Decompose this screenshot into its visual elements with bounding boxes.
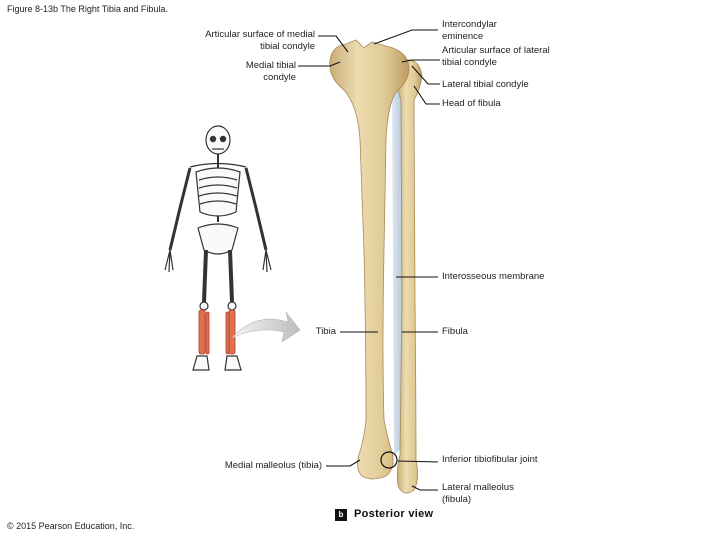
label-intercondylar: Intercondylar eminence [442, 19, 497, 42]
pointer-arrow [231, 311, 301, 343]
highlighted-legs [198, 309, 236, 355]
leader-articular-lateral [401, 59, 440, 63]
inferior-joint-marker [380, 451, 398, 469]
figure-title: Figure 8-13b The Right Tibia and Fibula. [7, 4, 168, 14]
leader-medial-malleolus [326, 459, 361, 467]
leader-articular-medial [318, 35, 349, 53]
pelvis [197, 223, 239, 255]
skull [205, 125, 231, 155]
view-badge: b [335, 509, 347, 521]
label-medial-malleolus: Medial malleolus (tibia) [224, 460, 322, 471]
leader-intercondylar [373, 29, 438, 45]
label-interosseous: Interosseous membrane [442, 271, 545, 282]
leader-medial-condyle [298, 61, 341, 67]
leader-lateral-malleolus [411, 485, 438, 491]
leader-lateral-condyle [411, 65, 440, 85]
leader-lines [298, 29, 440, 491]
copyright-notice: © 2015 Pearson Education, Inc. [7, 521, 135, 531]
label-articular-medial: Articular surface of medial tibial condy… [205, 29, 315, 52]
leader-inferior-joint [397, 460, 439, 463]
label-inferior-joint: Inferior tibiofibular joint [442, 454, 538, 465]
leader-head-fibula [413, 85, 440, 105]
view-label: Posterior view [354, 508, 434, 520]
label-lateral-condyle: Lateral tibial condyle [442, 79, 529, 90]
skeleton-figure [164, 125, 272, 311]
label-lateral-malleolus: Lateral malleolus (fibula) [442, 482, 514, 505]
label-fibula: Fibula [442, 326, 468, 337]
label-articular-lateral: Articular surface of lateral tibial cond… [442, 45, 550, 68]
tibia-bone [329, 39, 410, 480]
label-medial-condyle: Medial tibial condyle [245, 60, 296, 83]
label-tibia: Tibia [315, 326, 336, 337]
label-head-fibula: Head of fibula [442, 98, 501, 109]
ribcage [195, 167, 241, 217]
